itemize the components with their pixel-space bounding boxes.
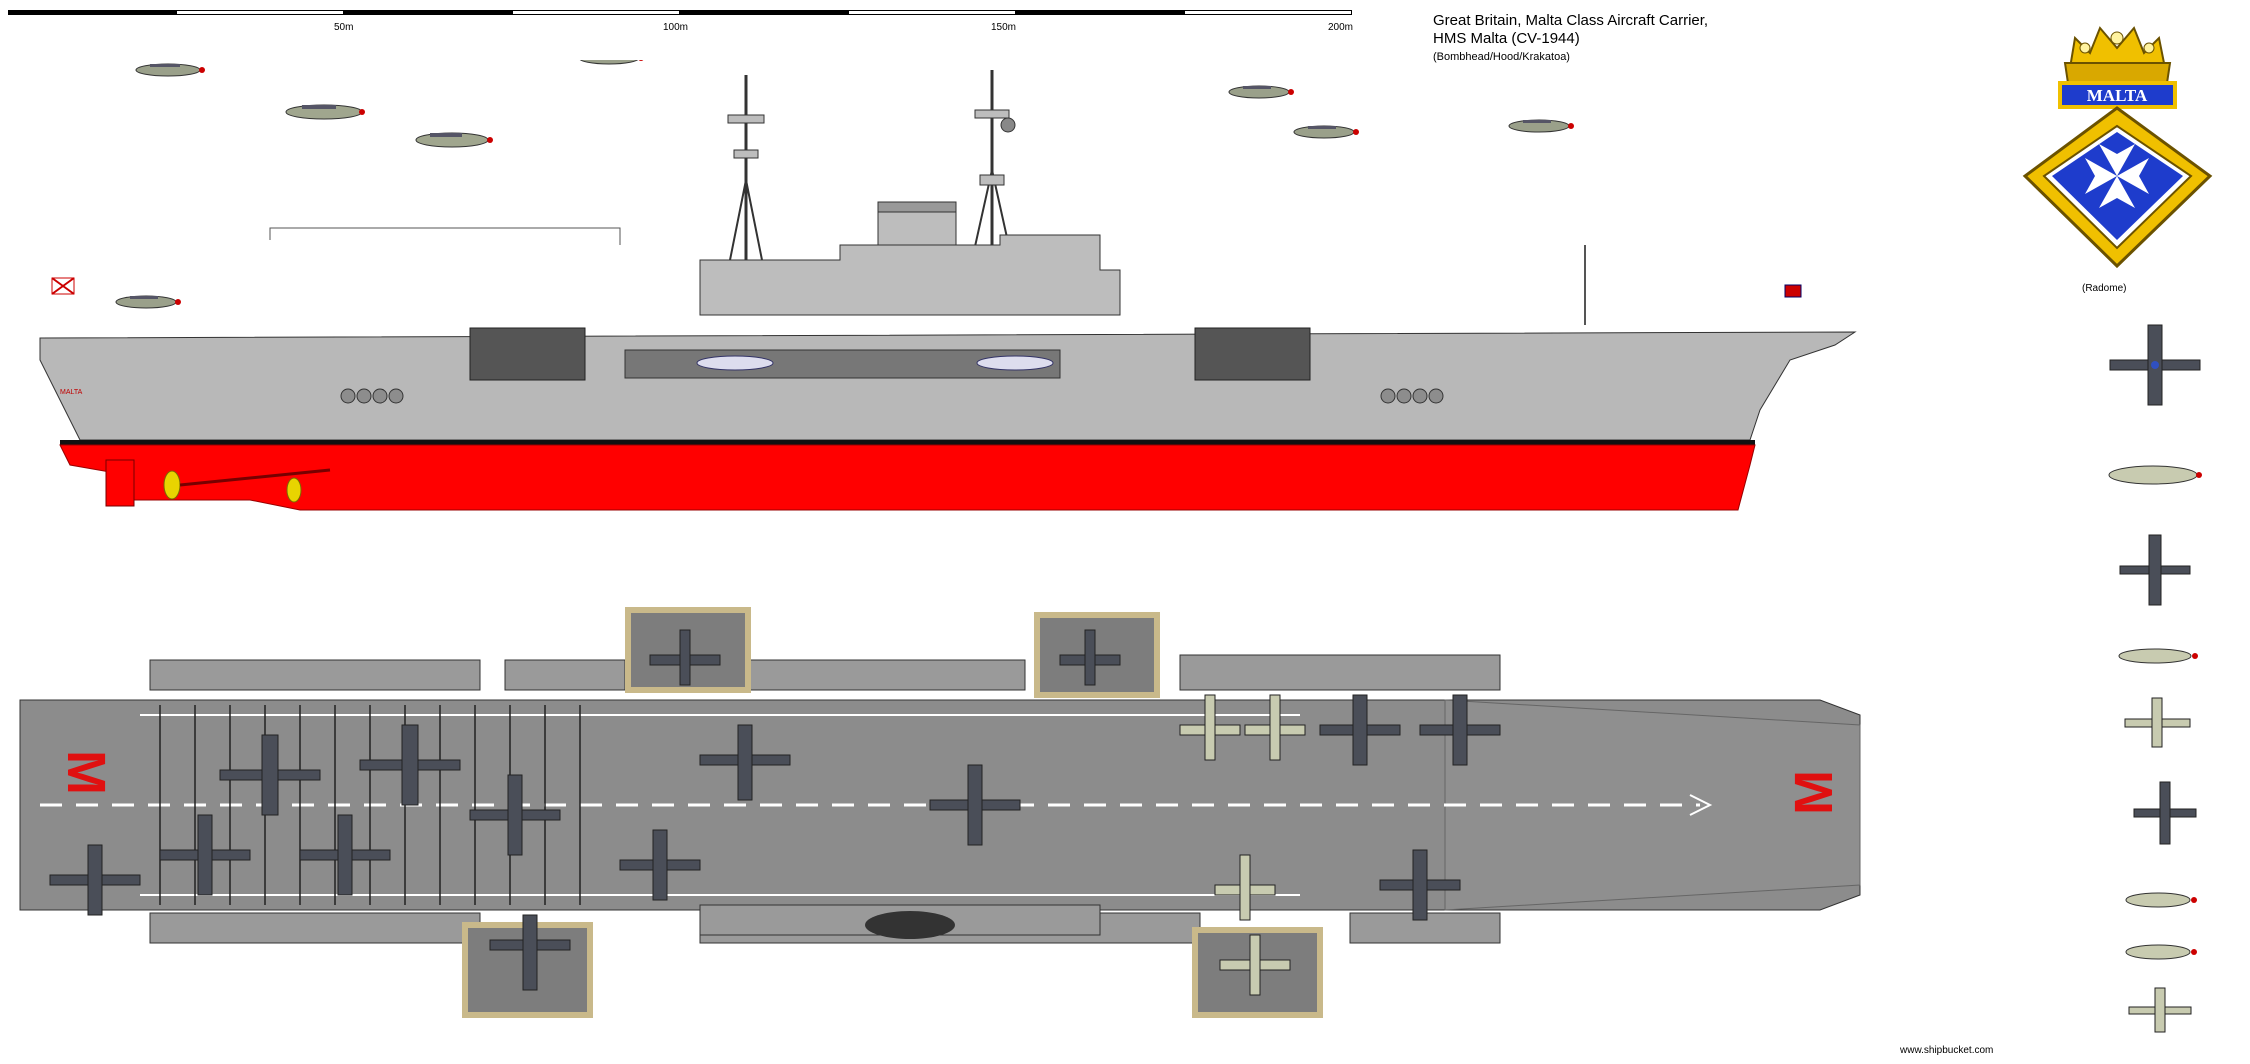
aircraft-topview-icon xyxy=(1179,694,1241,761)
scale-segment xyxy=(8,10,176,15)
scale-segment xyxy=(344,10,512,15)
scale-label-200m: 200m xyxy=(1328,22,1354,33)
aircraft-topview-icon xyxy=(489,914,571,991)
hull-upper xyxy=(39,331,1857,441)
title-line-2: HMS Malta (CV-1944) xyxy=(1433,30,1580,47)
deck-letter-bow: M xyxy=(1784,770,1844,815)
scale-segment xyxy=(512,10,680,15)
aircraft-topview-icon xyxy=(1059,629,1121,686)
aircraft-topview-icon xyxy=(2109,324,2201,406)
aircraft-profile-icon xyxy=(2125,944,2197,960)
aircraft-profile-icon xyxy=(415,132,493,148)
main-mast xyxy=(727,75,765,261)
aircraft-profile-icon xyxy=(2108,465,2202,485)
aerial-wire xyxy=(269,227,621,245)
aircraft-profile-icon xyxy=(1293,125,1359,139)
aircraft-topview-icon xyxy=(1219,934,1291,996)
aircraft-topview-icon xyxy=(469,774,561,856)
jack-flag-icon xyxy=(1784,284,1802,298)
aircraft-topview-icon xyxy=(619,829,701,901)
aircraft-profile-icon xyxy=(115,295,181,309)
aircraft-topview-icon xyxy=(1379,849,1461,921)
boot-topping xyxy=(60,440,1755,445)
boat-icon xyxy=(696,355,774,371)
boat-icon xyxy=(976,355,1054,371)
scale-segment xyxy=(176,10,344,15)
aircraft-topview-icon xyxy=(49,844,141,916)
aircraft-topview-icon xyxy=(2133,781,2197,845)
gun-tubs xyxy=(340,388,1444,404)
hull-name-label: MALTA xyxy=(60,389,83,396)
naval-crown-icon xyxy=(2063,26,2172,84)
side-profile-view: MALTA xyxy=(39,60,1857,511)
aircraft-topview-icon xyxy=(1214,854,1276,921)
deck-letter-aft: M xyxy=(56,750,116,795)
radome-label: (Radome) xyxy=(2082,283,2127,294)
crest-name: MALTA xyxy=(2087,86,2148,105)
aircraft-profile-icon xyxy=(1228,85,1294,99)
title-block: Great Britain, Malta Class Aircraft Carr… xyxy=(1433,12,1708,66)
funnel-topview xyxy=(865,911,955,939)
scale-segment xyxy=(1016,10,1184,15)
aircraft-topview-icon xyxy=(2124,697,2191,748)
rudder xyxy=(105,459,135,507)
hangar-opening xyxy=(469,327,586,381)
hangar-opening xyxy=(1194,327,1311,381)
aircraft-topview-icon xyxy=(2119,534,2191,606)
credits: (Bombhead/Hood/Krakatoa) xyxy=(1433,51,1570,63)
scale-segment xyxy=(680,10,848,15)
aircraft-profile-icon xyxy=(135,63,205,77)
aircraft-topview-icon xyxy=(299,814,391,896)
aircraft-topview-icon xyxy=(1419,694,1501,766)
aircraft-topview-icon xyxy=(1244,694,1306,761)
scale-bar: 50m 100m 150m 200m xyxy=(8,4,1353,33)
scale-segment xyxy=(1184,10,1352,15)
aircraft-topview-icon xyxy=(359,724,461,806)
footer-site-link[interactable]: www.shipbucket.com xyxy=(1900,1045,1994,1056)
underwater-hull xyxy=(59,444,1756,511)
ship-crest: MALTA xyxy=(2022,26,2213,269)
aircraft-topview-icon xyxy=(219,734,321,816)
propeller-icon xyxy=(163,470,302,503)
aircraft-profile-icon xyxy=(285,104,365,120)
aircraft-topview-icon xyxy=(1319,694,1401,766)
aircraft-topview-icon xyxy=(699,724,791,801)
aircraft-topview-icon xyxy=(649,629,721,686)
scale-label-50m: 50m xyxy=(334,22,354,33)
deck-lift xyxy=(462,607,1323,1018)
plan-view: M M xyxy=(19,607,1861,1018)
aircraft-profile-icon xyxy=(579,60,644,65)
scale-label-100m: 100m xyxy=(663,22,689,33)
scale-segment xyxy=(848,10,1016,15)
aircraft-topview-icon xyxy=(929,764,1021,846)
scale-label-150m: 150m xyxy=(991,22,1017,33)
aircraft-topview-icon xyxy=(2128,987,2192,1033)
arrow-icon xyxy=(1689,794,1713,816)
title-line-1: Great Britain, Malta Class Aircraft Carr… xyxy=(1433,12,1709,29)
maltese-cross-icon xyxy=(2085,144,2149,208)
island-superstructure xyxy=(699,234,1121,316)
aircraft-profile-icon xyxy=(2125,892,2197,908)
aircraft-profile-icon xyxy=(1508,119,1574,133)
aircraft-profile-icon xyxy=(2118,648,2198,664)
crest-name-plate xyxy=(2058,81,2177,109)
bow-section xyxy=(1444,699,1861,911)
aircraft-topview-icon xyxy=(159,814,251,896)
fore-mast xyxy=(971,70,1016,261)
